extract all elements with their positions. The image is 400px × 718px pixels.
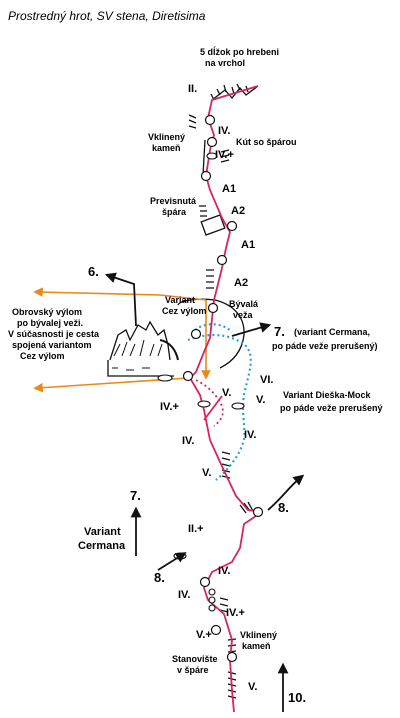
bolt-1 <box>208 588 216 596</box>
arrow-8-right <box>267 474 305 511</box>
belay-6 <box>207 302 219 314</box>
hatch-6 <box>219 597 229 613</box>
route-number-10: 10. <box>288 690 306 705</box>
label-variant-cermana-1: Variant <box>84 526 121 538</box>
bolt-2 <box>208 596 216 604</box>
top-note-2: na vrchol <box>205 58 245 68</box>
bolt-3 <box>208 604 216 612</box>
label-obrovsky-3: V súčasnosti je cesta <box>8 329 100 339</box>
grade-V-low: V. <box>202 467 211 479</box>
grade-IVplus-1: IV.+ <box>215 149 234 161</box>
label-stanoviste-1: Stanovište <box>172 654 218 664</box>
route-arrows <box>104 272 305 712</box>
grade-Vplus: V.+ <box>196 629 212 641</box>
label-previsnuta-1: Previsnutá <box>150 196 197 206</box>
label-vklineny-bot-1: Vklinený <box>240 630 277 640</box>
label-obrovsky-4: spojená variantom <box>12 340 92 350</box>
arrow-7-top <box>231 322 272 337</box>
hatch-4 <box>206 269 214 289</box>
route-number-7-top: 7. <box>274 324 285 339</box>
grade-II-top: II. <box>188 83 197 95</box>
belay-stations <box>182 114 264 663</box>
belay-9 <box>252 506 264 518</box>
arrow-8-left <box>157 552 187 571</box>
label-byvala-veza-2: veža <box>233 310 254 320</box>
belay-2 <box>206 136 218 148</box>
hatch-3 <box>199 205 207 217</box>
label-obrovsky-1: Obrovský výlom <box>12 307 82 317</box>
page-title: Prostredný hrot, SV stena, Diretisima <box>8 9 206 23</box>
blue-dotted-upper <box>194 323 233 333</box>
belay-8 <box>182 370 194 382</box>
grade-A1-1: A1 <box>222 183 236 195</box>
grade-VI: VI. <box>260 374 273 386</box>
belay-1 <box>204 114 216 126</box>
piton-2 <box>231 402 245 410</box>
grade-IIplus: II.+ <box>188 523 204 535</box>
grade-A1-2: A1 <box>241 239 255 251</box>
grade-IVplus-3: IV.+ <box>226 607 245 619</box>
label-obrovsky-2: po bývalej veži. <box>17 318 83 328</box>
top-note-1: 5 dĺžok po hrebeni <box>200 46 279 57</box>
rock-features <box>107 83 259 699</box>
tower-base <box>107 360 174 377</box>
label-vklineny-top-1: Vklinený <box>148 132 185 142</box>
grade-A2-1: A2 <box>231 205 245 217</box>
grade-V-mid: V. <box>222 387 231 399</box>
label-dieska-1: Variant Dieška-Mock <box>283 390 372 400</box>
label-previsnuta-2: špára <box>162 207 187 217</box>
label-dieska-2: po páde veže prerušený <box>280 403 383 413</box>
hatch-2 <box>220 149 230 163</box>
arrow-6 <box>104 272 137 327</box>
orange-upper-line <box>33 287 207 301</box>
belay-11 <box>210 624 222 636</box>
grade-IVplus-2: IV.+ <box>160 401 179 413</box>
label-kut-so-sparou: Kút so špárou <box>236 137 297 147</box>
label-variant-cez-vylom-2: Cez výlom <box>162 306 207 316</box>
grade-A2-2: A2 <box>234 277 248 289</box>
grade-IV-1: IV. <box>218 125 230 137</box>
route-lower <box>203 511 263 713</box>
label-cermana-top-1: (variant Cermana, <box>294 327 370 337</box>
blue-dotted-route <box>187 333 252 481</box>
label-vklineny-bot-2: kameň <box>242 641 271 651</box>
route-number-7-left: 7. <box>130 488 141 503</box>
crack-upper <box>202 139 206 176</box>
belay-5 <box>216 254 228 266</box>
route-number-6: 6. <box>88 264 99 279</box>
label-variant-cez-vylom-1: Variant <box>165 295 195 305</box>
belay-10 <box>199 576 211 588</box>
grade-IV-4: IV. <box>178 589 190 601</box>
belay-3 <box>200 170 212 182</box>
hatch-5 <box>221 451 231 479</box>
hatch-1 <box>188 114 197 129</box>
collapsed-tower <box>109 320 171 361</box>
belay-4 <box>226 220 238 232</box>
label-vklineny-top-2: kameň <box>152 143 181 153</box>
grade-V-bottom: V. <box>248 681 257 693</box>
label-byvala-veza-1: Bývalá <box>229 299 259 309</box>
blue-variant <box>187 323 252 481</box>
label-obrovsky-5: Cez výlom <box>20 351 65 361</box>
piton-4 <box>197 400 211 408</box>
label-cermana-top-2: po páde veže prerušený) <box>272 341 378 351</box>
label-stanoviste-2: v špáre <box>177 665 209 675</box>
belay-12 <box>226 651 238 663</box>
overhang-block <box>200 214 226 236</box>
label-variant-cermana-2: Cermana <box>78 540 126 552</box>
belay-7 <box>190 328 202 340</box>
grade-V-right: V. <box>256 394 265 406</box>
route-number-8-right: 8. <box>278 500 289 515</box>
grade-IV-left: IV. <box>182 435 194 447</box>
piton-3 <box>157 374 173 382</box>
grade-IV-3: IV. <box>218 565 230 577</box>
grade-IV-right: IV. <box>244 429 256 441</box>
route-number-8-left: 8. <box>154 570 165 585</box>
piton-5 <box>206 152 218 160</box>
ridge-hatch <box>210 83 249 101</box>
